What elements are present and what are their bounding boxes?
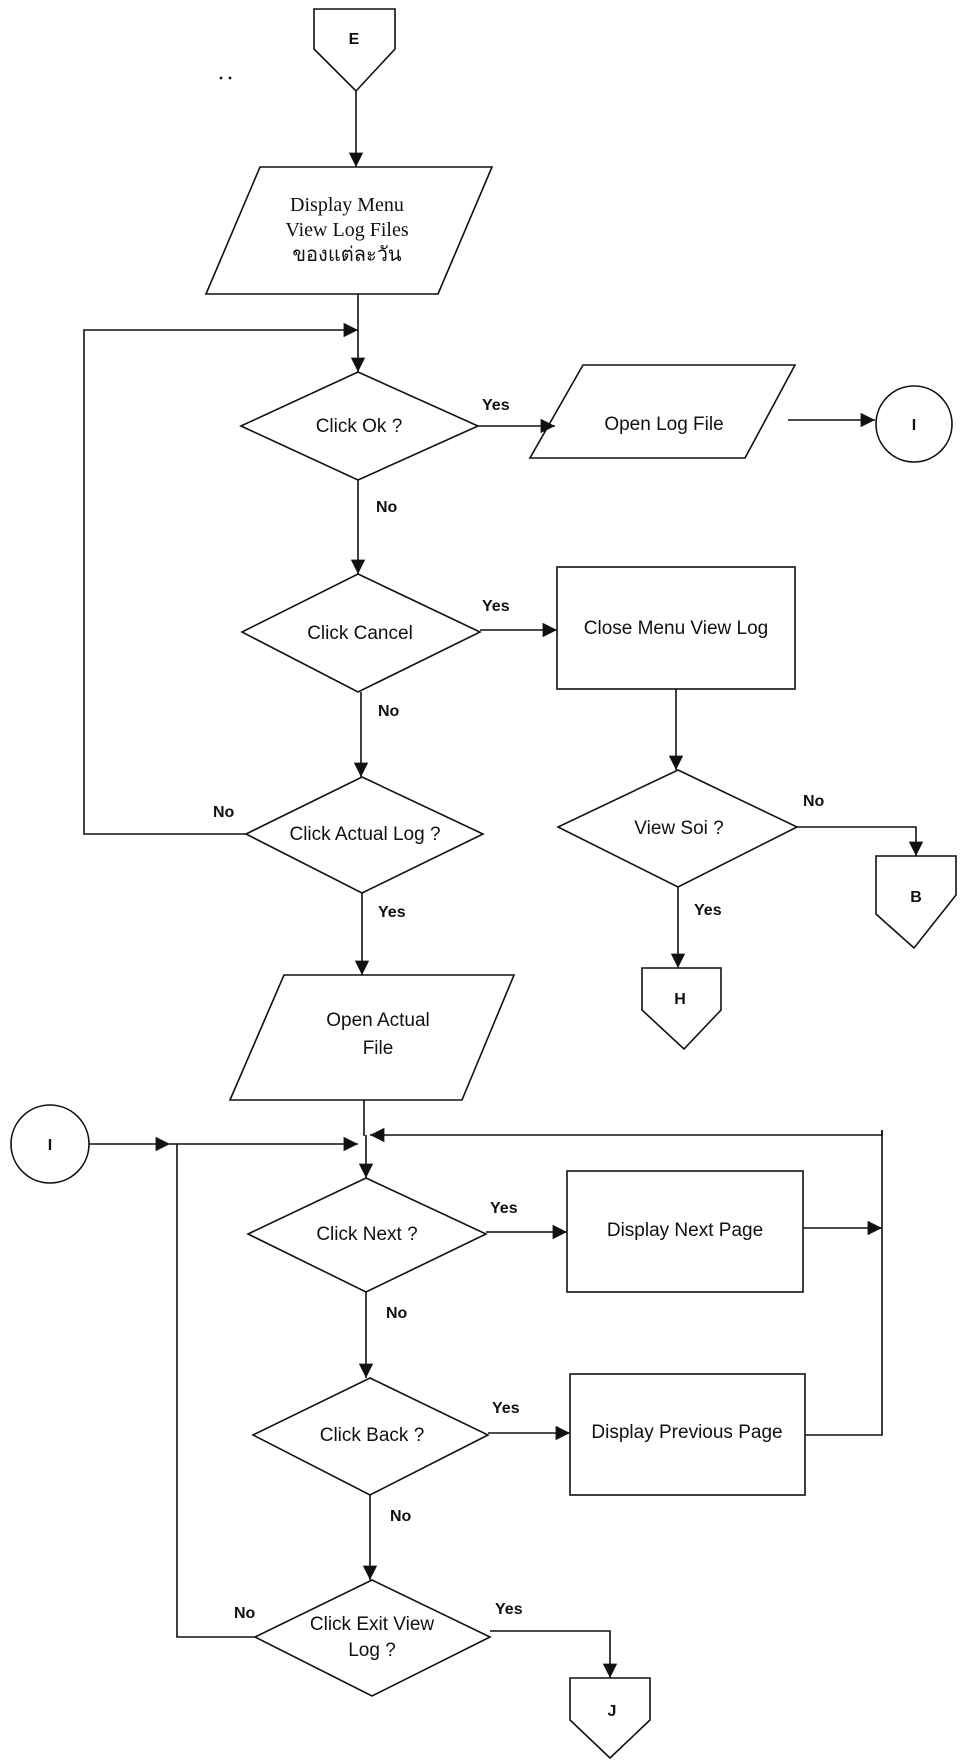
display-menu-line1: Display Menu (290, 194, 404, 216)
connector-h-label: H (674, 991, 686, 1008)
open-actual-file-line1: Open Actual (326, 1010, 430, 1031)
click-exit-view-log-decision (255, 1580, 490, 1696)
label-soi-no: No (803, 793, 825, 810)
click-next-label: Click Next ? (316, 1224, 417, 1245)
click-actual-log-label: Click Actual Log ? (289, 824, 440, 845)
label-cancel-yes: Yes (482, 598, 510, 615)
open-actual-file-line2: File (363, 1038, 394, 1059)
display-menu-line2: View Log Files (285, 219, 408, 241)
connector-e-shape (314, 9, 395, 91)
label-soi-yes: Yes (694, 902, 722, 919)
label-next-yes: Yes (490, 1200, 518, 1217)
label-actual-yes: Yes (378, 904, 406, 921)
edge-soi-no (797, 827, 916, 856)
edge-right-loop-vertical (805, 1130, 882, 1435)
close-menu-view-log-label: Close Menu View Log (584, 618, 768, 639)
label-actual-no: No (213, 804, 235, 821)
view-soi-label: View Soi ? (634, 818, 723, 839)
edge-right-loop-top (370, 1130, 882, 1135)
label-back-no: No (390, 1508, 412, 1525)
label-ok-no: No (376, 499, 398, 516)
connector-j-label: J (608, 1703, 617, 1720)
click-ok-label: Click Ok ? (316, 416, 403, 437)
stray-dot (229, 77, 232, 80)
label-ok-yes: Yes (482, 397, 510, 414)
connector-i-right-label: I (912, 417, 916, 434)
label-exit-no: No (234, 1605, 256, 1622)
label-next-no: No (386, 1305, 408, 1322)
label-cancel-no: No (378, 703, 400, 720)
edge-exit-yes (490, 1631, 610, 1678)
open-log-file-shape (530, 365, 795, 458)
label-exit-yes: Yes (495, 1601, 523, 1618)
connector-b-label: B (910, 889, 922, 906)
display-menu-line3: ของแต่ละวัน (292, 244, 402, 266)
connector-h-shape (642, 968, 721, 1049)
click-exit-view-log-line2: Log ? (348, 1640, 396, 1661)
click-exit-view-log-line1: Click Exit View (310, 1614, 435, 1635)
label-back-yes: Yes (492, 1400, 520, 1417)
click-cancel-label: Click Cancel (307, 623, 413, 644)
connector-i-left-label: I (48, 1137, 52, 1154)
display-previous-page-label: Display Previous Page (591, 1422, 782, 1443)
connector-e-label: E (349, 31, 360, 48)
click-back-label: Click Back ? (320, 1425, 425, 1446)
stray-dot (220, 77, 223, 80)
display-next-page-label: Display Next Page (607, 1220, 763, 1241)
open-log-file-label: Open Log File (604, 414, 723, 435)
edge-exit-no-loop (177, 1144, 255, 1637)
